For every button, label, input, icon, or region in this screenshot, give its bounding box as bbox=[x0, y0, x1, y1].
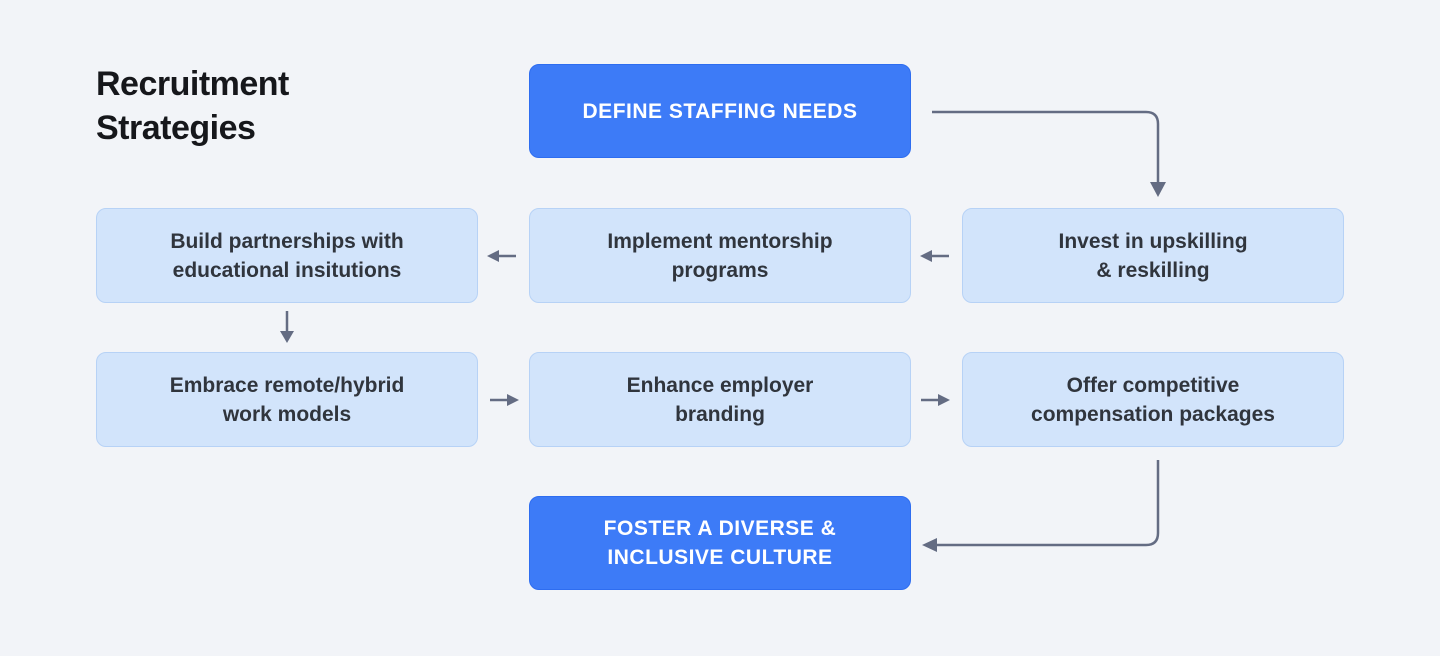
arrow-upskilling-to-mentorship bbox=[920, 250, 949, 262]
node-label: Enhance employer branding bbox=[626, 373, 814, 426]
node-offer-compensation: Offer competitive compensation packages bbox=[962, 352, 1344, 447]
arrow-compensation-to-culture bbox=[922, 460, 1160, 552]
node-enhance-branding: Enhance employer branding bbox=[529, 352, 911, 447]
node-label: Invest in upskilling & reskilling bbox=[1058, 229, 1248, 282]
node-embrace-remote: Embrace remote/hybrid work models bbox=[96, 352, 478, 447]
page-title: Recruitment Strategies bbox=[96, 65, 289, 147]
arrow-partnerships-to-remote bbox=[280, 311, 294, 343]
arrow-define-to-upskilling bbox=[932, 110, 1166, 197]
node-define-staffing-needs: DEFINE STAFFING NEEDS bbox=[529, 64, 911, 158]
node-label: Implement mentorship programs bbox=[607, 229, 833, 282]
node-label: Offer competitive compensation packages bbox=[1031, 373, 1275, 426]
node-label: Build partnerships with educational insi… bbox=[170, 229, 404, 282]
arrow-branding-to-compensation bbox=[921, 394, 950, 406]
node-label: DEFINE STAFFING NEEDS bbox=[582, 99, 858, 123]
arrow-remote-to-branding bbox=[490, 394, 519, 406]
node-implement-mentorship: Implement mentorship programs bbox=[529, 208, 911, 303]
node-foster-culture: FOSTER A DIVERSE & INCLUSIVE CULTURE bbox=[529, 496, 911, 590]
node-label: FOSTER A DIVERSE & INCLUSIVE CULTURE bbox=[603, 517, 837, 569]
arrow-mentorship-to-partnerships bbox=[487, 250, 516, 262]
node-invest-upskilling: Invest in upskilling & reskilling bbox=[962, 208, 1344, 303]
node-label: Embrace remote/hybrid work models bbox=[169, 373, 405, 426]
node-build-partnerships: Build partnerships with educational insi… bbox=[96, 208, 478, 303]
